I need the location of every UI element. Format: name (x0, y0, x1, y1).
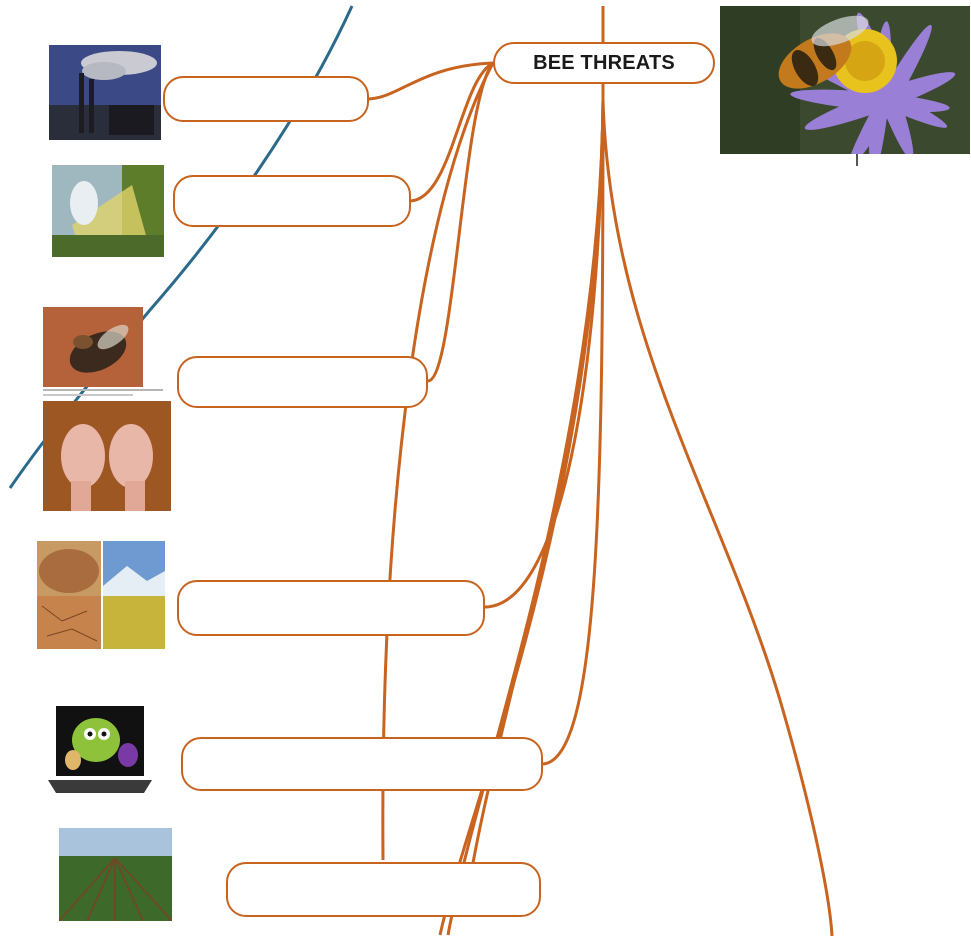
branch-line-2 (410, 63, 493, 201)
pesticide-spraying-image (52, 165, 164, 257)
branch-node-4[interactable] (177, 580, 485, 636)
mite-on-bee-image (43, 307, 143, 387)
branch-node-5[interactable] (181, 737, 543, 791)
image-caption-line (43, 389, 163, 391)
bee-on-flower-image (720, 6, 970, 154)
central-topic-label: BEE THREATS (533, 52, 675, 75)
branch-node-6[interactable] (226, 862, 541, 917)
branch-node-2[interactable] (173, 175, 411, 227)
branch-line-1 (368, 63, 493, 99)
image-caption-line (43, 394, 133, 396)
monoculture-field-image (59, 828, 172, 921)
branch-line-right (603, 100, 832, 936)
branch-node-3[interactable] (177, 356, 428, 408)
climate-change-image (37, 541, 165, 649)
branch-line-7 (448, 100, 603, 935)
branch-node-1[interactable] (163, 76, 369, 122)
central-topic[interactable]: BEE THREATS (493, 42, 715, 84)
hands-image (43, 401, 171, 511)
virus-monster-image (48, 700, 152, 793)
branch-line-8 (440, 100, 603, 935)
factory-pollution-image (49, 45, 161, 140)
